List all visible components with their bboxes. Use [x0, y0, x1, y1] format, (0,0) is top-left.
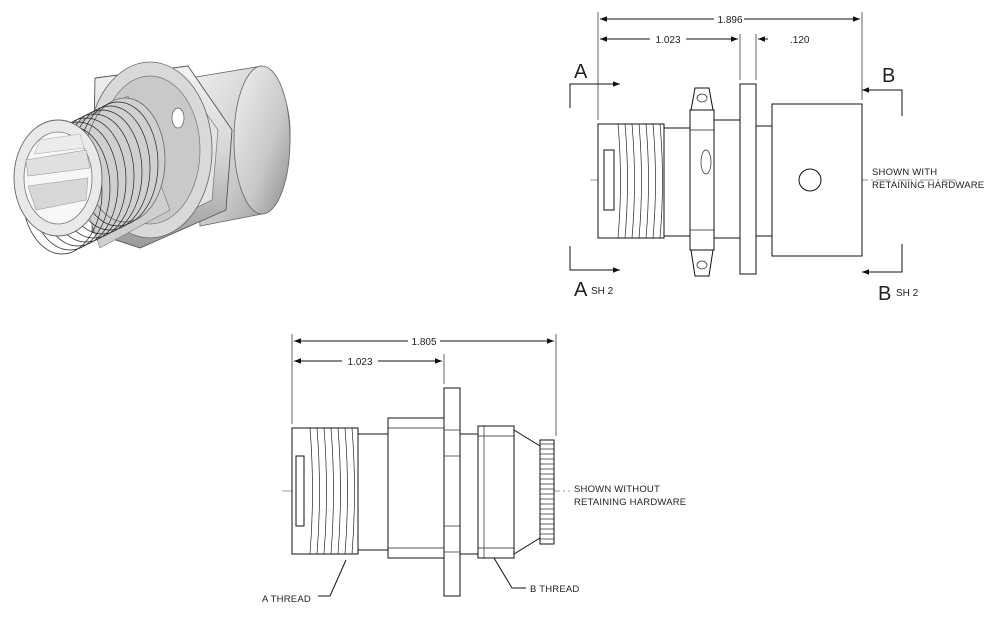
thread-line [323, 427, 327, 555]
thread-line [652, 123, 656, 239]
section-b-label-bottom: B [878, 283, 891, 305]
b-thread-label: B THREAD [530, 584, 579, 595]
bottom-note-line2: RETAINING HARDWARE [574, 497, 686, 508]
thread-line [330, 427, 334, 555]
section-a-label-top: A [574, 61, 588, 83]
thread-line [337, 427, 341, 555]
top-note-line2: RETAINING HARDWARE [872, 180, 984, 191]
thread-line [624, 123, 628, 239]
thread-line [344, 427, 348, 555]
bottom-note-line1: SHOWN WITHOUT [574, 484, 660, 495]
section-a-sheet: SH 2 [591, 286, 614, 297]
thread-line [351, 427, 355, 555]
thread-line [631, 123, 635, 239]
b-thread-leader [493, 557, 526, 589]
thread-line [316, 427, 320, 555]
top-dim-thread: 1.023 [655, 35, 680, 46]
a-thread-label: A THREAD [262, 594, 311, 605]
bottom-view: 1.805 1.023 SHOWN WITHOUT RETAINING HARD… [262, 334, 686, 605]
thread-line [645, 123, 649, 239]
a-thread-leader [318, 559, 347, 597]
top-note-line1: SHOWN WITH [872, 167, 937, 178]
section-a-label-bottom: A [574, 279, 588, 301]
section-b-label-top: B [882, 65, 895, 87]
top-dim-overall: 1.896 [717, 15, 742, 26]
section-a-bottom-line [569, 246, 618, 271]
bottom-dim-overall: 1.805 [411, 337, 436, 348]
thread-line [638, 123, 642, 239]
section-a-top-line [569, 83, 618, 108]
isometric-view [13, 61, 291, 255]
top-dim-flange: .120 [790, 35, 810, 46]
top-view: 1.896 1.023 .120 A A SH 2 B B SH 2 SHOWN… [569, 12, 984, 305]
thread-line [617, 123, 621, 239]
bottom-dim-thread: 1.023 [347, 357, 372, 368]
thread-line [309, 427, 313, 555]
thread-line [659, 123, 663, 239]
section-b-sheet: SH 2 [896, 288, 919, 299]
